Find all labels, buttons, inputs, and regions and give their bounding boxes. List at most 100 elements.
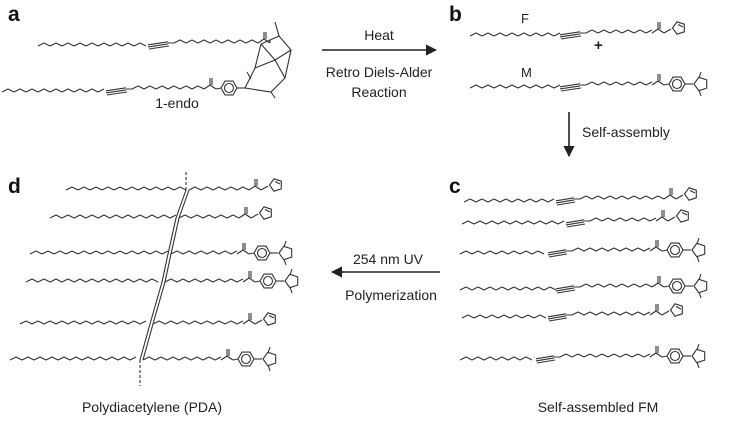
imide-carbonyl <box>698 273 702 281</box>
alkyl-linker <box>574 195 665 200</box>
maleimide-ring <box>693 76 708 92</box>
arrow-label-uv: 254 nm UV <box>352 251 424 267</box>
pda-linker <box>178 214 240 219</box>
imide-carbonyl <box>283 258 287 266</box>
alkyl-linker <box>574 283 653 288</box>
pda-linker <box>164 278 244 283</box>
imide-carbonyl <box>696 237 700 245</box>
ester-bond <box>651 282 659 288</box>
aryl-ether-bond <box>661 249 668 252</box>
triple-bond <box>106 91 128 96</box>
aromatic-circle <box>669 350 681 362</box>
ester-bond <box>220 355 228 361</box>
pda-tail <box>25 278 159 283</box>
ester-bond <box>236 249 244 255</box>
triple-bond <box>555 199 575 204</box>
alkyl-tail <box>461 220 565 225</box>
ester-bond <box>226 355 234 361</box>
ester-bond <box>651 28 659 34</box>
triple-bond <box>560 35 582 40</box>
ester-bond <box>649 352 657 358</box>
backbone-main <box>139 189 187 361</box>
pda-backbone <box>139 172 190 386</box>
alkyl-linker <box>584 217 657 222</box>
imide-carbonyl <box>267 364 271 372</box>
alkyl-linker <box>126 85 205 90</box>
maleimide-ring <box>691 348 706 364</box>
aromatic-circle <box>256 247 268 259</box>
caption-1-endo: 1-endo <box>155 95 199 111</box>
phenyl-ring <box>259 273 277 289</box>
maleimide-ring <box>691 242 706 258</box>
label-maleimide-component: M <box>521 65 532 80</box>
triple-bond <box>147 41 169 46</box>
alkyl-linker <box>566 311 651 316</box>
ester-bond <box>257 38 265 44</box>
methylene-bond <box>250 213 259 219</box>
ester-bond <box>244 213 252 219</box>
bridge-bond <box>284 49 292 79</box>
furan-double-bond <box>681 212 688 216</box>
aryl-ether-bond <box>232 358 239 361</box>
caption-polydiacetylene: Polydiacetylene (PDA) <box>81 399 223 415</box>
furan-double-bond <box>689 190 696 194</box>
imide-carbonyl <box>698 291 702 299</box>
aromatic-circle <box>671 78 683 90</box>
aryl-ether-bond <box>248 252 255 255</box>
triple-bond <box>535 355 555 360</box>
aromatic-circle <box>223 82 235 94</box>
alkyl-tail <box>469 84 561 89</box>
imide-carbonyl <box>696 343 700 351</box>
bridge-bond <box>260 43 276 61</box>
ester-bond <box>238 213 246 219</box>
alkyl-tail <box>459 286 557 291</box>
alkyl-tail <box>37 42 147 47</box>
label-furan-component: F <box>521 11 529 26</box>
triple-bond <box>555 285 575 290</box>
furan-ring <box>675 209 689 223</box>
ester-bond <box>203 84 211 90</box>
triple-bond <box>548 317 568 322</box>
ester-bond <box>657 80 665 86</box>
triple-bond <box>105 87 127 92</box>
furan-ring <box>262 312 276 326</box>
imide-carbonyl <box>696 361 700 369</box>
ester-bond <box>657 282 665 288</box>
triple-bond <box>566 223 586 228</box>
panel-letter-d: d <box>8 175 21 198</box>
aromatic-circle <box>669 244 681 256</box>
triple-bond <box>147 43 169 48</box>
ester-bond <box>655 246 663 252</box>
phenyl-ring <box>253 245 271 261</box>
ester-bond <box>655 216 663 222</box>
plus-sign: + <box>594 37 603 54</box>
imide-carbonyl <box>698 71 702 79</box>
furan-double-bond <box>677 24 684 28</box>
phenyl-ring <box>666 242 684 258</box>
triple-bond <box>547 251 567 256</box>
triple-bond <box>559 31 581 36</box>
ester-bond <box>209 84 217 90</box>
triple-bond <box>148 45 170 50</box>
triple-bond <box>559 33 581 38</box>
furan-ring <box>683 187 697 201</box>
imide-carbonyl <box>267 346 271 354</box>
ester-bond <box>661 216 669 222</box>
imide-carbonyl <box>696 255 700 263</box>
arrow-label-heat: Heat <box>364 27 394 43</box>
pda-tail <box>19 320 147 325</box>
alkyl-tail <box>469 32 561 37</box>
triple-bond <box>548 253 568 258</box>
aromatic-circle <box>262 275 274 287</box>
phenyl-ring <box>220 80 238 96</box>
alkyl-tail <box>459 250 545 255</box>
diels-alder-adduct <box>215 21 292 99</box>
head-groups <box>203 21 708 372</box>
alkyl-tail <box>461 314 547 319</box>
arrow-label-reaction: Reaction <box>351 84 407 100</box>
ester-bond <box>242 277 250 283</box>
imide-carbonyl <box>246 71 252 80</box>
caption-self-assembled-fm: Self-assembled FM <box>537 399 659 415</box>
